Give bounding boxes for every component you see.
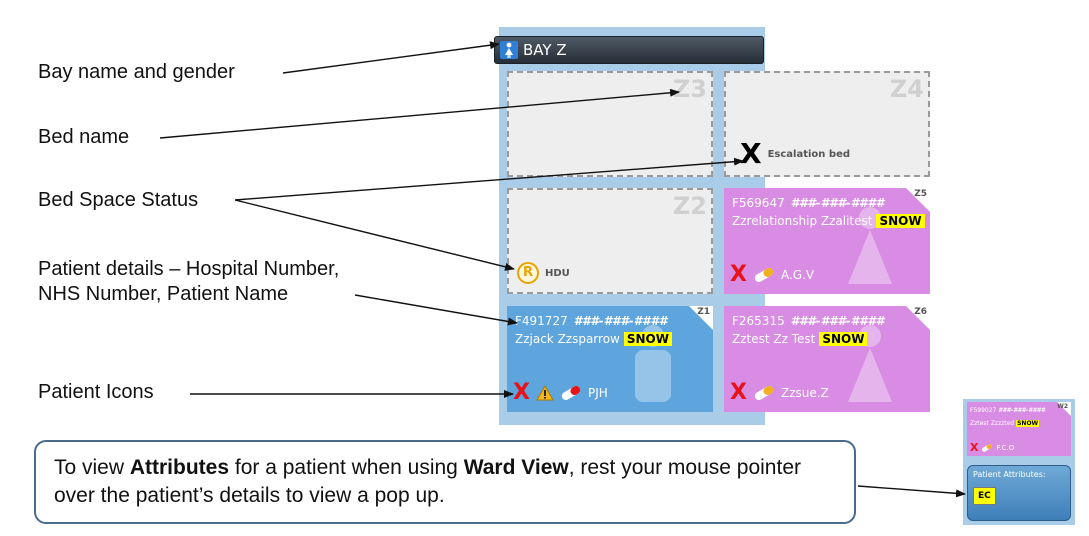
hospital-number: F569647 [732, 196, 785, 210]
warning-icon [536, 385, 554, 401]
red-cross-icon: X [730, 262, 747, 287]
bed-status-text: Escalation bed [767, 148, 851, 160]
label-bed-space-status: Bed Space Status [38, 189, 199, 211]
patient-attributes-popup: Patient Attributes: EC [967, 465, 1071, 521]
bed-name: Z2 [672, 192, 707, 220]
snow-tag: SNOW [623, 332, 672, 346]
bed-z5[interactable]: Z5 F569647 ###-###-#### Zzrelationship Zz… [724, 188, 930, 294]
patient-name: Zzrelationship Zzalitest [732, 214, 873, 228]
bed-z2[interactable]: Z2 R HDU [507, 188, 713, 294]
staff-initials: Zzsue.Z [780, 386, 829, 400]
patient-id-line[interactable]: F265315 ###-###-#### [732, 314, 884, 328]
hospital-number: F265315 [732, 314, 785, 328]
female-silhouette-icon [848, 207, 892, 284]
staff-initials: PJH [587, 386, 608, 400]
bed-name: Z6 [914, 307, 927, 317]
arrow-popup [857, 485, 966, 498]
red-cross-icon: X [970, 441, 979, 454]
nhs-number: ###-###-#### [790, 196, 885, 210]
bed-z3[interactable]: Z3 [507, 71, 713, 177]
pill-icon [982, 443, 993, 452]
bed-status-text: HDU [545, 267, 570, 279]
popup-title: Patient Attributes: [973, 470, 1046, 479]
nhs-number: ###-###-#### [790, 314, 885, 328]
label-bed-name: Bed name [38, 126, 130, 148]
female-gender-icon [500, 41, 518, 59]
label-patient-icons: Patient Icons [38, 381, 154, 403]
patient-id-line[interactable]: F599027 ###-###-#### [970, 407, 1046, 414]
nhs-number: ###-###-#### [573, 314, 668, 328]
label-patient-details-1: Patient details – Hospital Number, [38, 258, 340, 280]
patient-name: Zztest Zz Test [732, 332, 816, 346]
bed-z4[interactable]: Z4 X Escalation bed [724, 71, 930, 177]
staff-initials: F.C.O [996, 443, 1015, 452]
red-cross-icon: X [730, 380, 747, 405]
pill-icon [561, 386, 581, 400]
patient-id-line[interactable]: F569647 ###-###-#### [732, 196, 884, 210]
patient-id-line[interactable]: F491727 ###-###-#### [515, 314, 667, 328]
red-cross-icon: X [513, 380, 530, 405]
hospital-number: F491727 [515, 314, 568, 328]
bed-name: Z3 [672, 75, 707, 103]
label-patient-details-2: NHS Number, Patient Name [38, 283, 289, 305]
bed-name: Z4 [889, 75, 924, 103]
snow-tag: SNOW [876, 214, 925, 228]
arrow-bay-name [282, 41, 500, 74]
staff-initials: A.G.V [780, 268, 815, 282]
bay-title: BAY Z [523, 41, 567, 59]
arrow-patient-details [354, 294, 518, 326]
label-bay-name-gender: Bay name and gender [38, 61, 235, 83]
readmission-badge-icon: R [517, 262, 539, 284]
pill-icon [754, 386, 774, 400]
pill-icon [754, 268, 774, 282]
bed-name: Z1 [697, 307, 710, 317]
bed-name: Z5 [914, 189, 927, 199]
snow-tag: SNOW [819, 332, 868, 346]
attribute-badge: EC [973, 487, 996, 505]
escalation-x-icon: X [740, 137, 762, 170]
bay-header[interactable]: BAY Z [494, 36, 764, 64]
instruction-callout: To view Attributes for a patient when us… [34, 440, 856, 524]
ward-view-term: Ward View [463, 456, 569, 479]
bed-name: W2 [1057, 403, 1068, 410]
attributes-term: Attributes [129, 456, 230, 479]
patient-name: Zzjack Zzsparrow [515, 332, 620, 346]
